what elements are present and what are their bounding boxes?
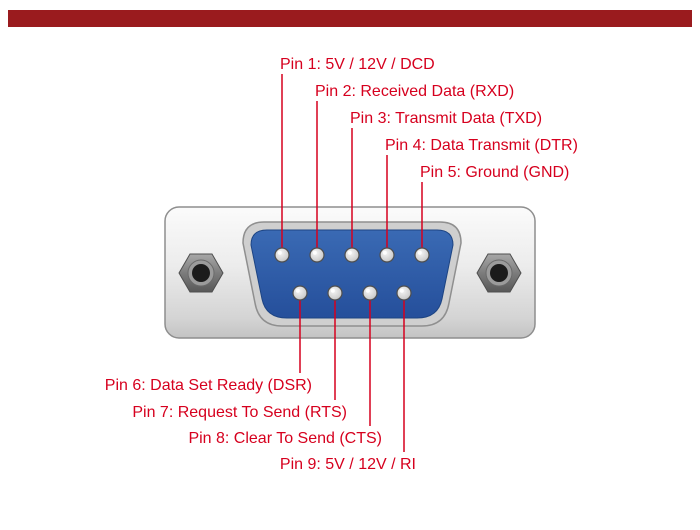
pin-4-label: Pin 4: Data Transmit (DTR)	[385, 137, 578, 154]
pin-5-label: Pin 5: Ground (GND)	[420, 164, 570, 181]
right-screw-nut	[476, 253, 522, 293]
pin-8	[362, 285, 378, 301]
leader-lines	[281, 74, 423, 452]
pin-8-label: Pin 8: Clear To Send (CTS)	[188, 430, 382, 447]
pin-3	[344, 247, 360, 263]
pin-7-label: Pin 7: Request To Send (RTS)	[132, 404, 347, 421]
pin-5	[414, 247, 430, 263]
pin-2-label: Pin 2: Received Data (RXD)	[315, 83, 515, 100]
pin-4	[379, 247, 395, 263]
pin-1-label: Pin 1: 5V / 12V / DCD	[280, 56, 435, 73]
header-bar	[8, 10, 692, 27]
pin-9	[396, 285, 412, 301]
pin-3-label: Pin 3: Transmit Data (TXD)	[350, 110, 543, 127]
pin-6-label: Pin 6: Data Set Ready (DSR)	[104, 377, 312, 394]
pin-1	[274, 247, 290, 263]
pin-2	[309, 247, 325, 263]
pin-9-label: Pin 9: 5V / 12V / RI	[279, 456, 416, 473]
left-screw-nut	[178, 253, 224, 293]
pin-7	[327, 285, 343, 301]
pin-6	[292, 285, 308, 301]
